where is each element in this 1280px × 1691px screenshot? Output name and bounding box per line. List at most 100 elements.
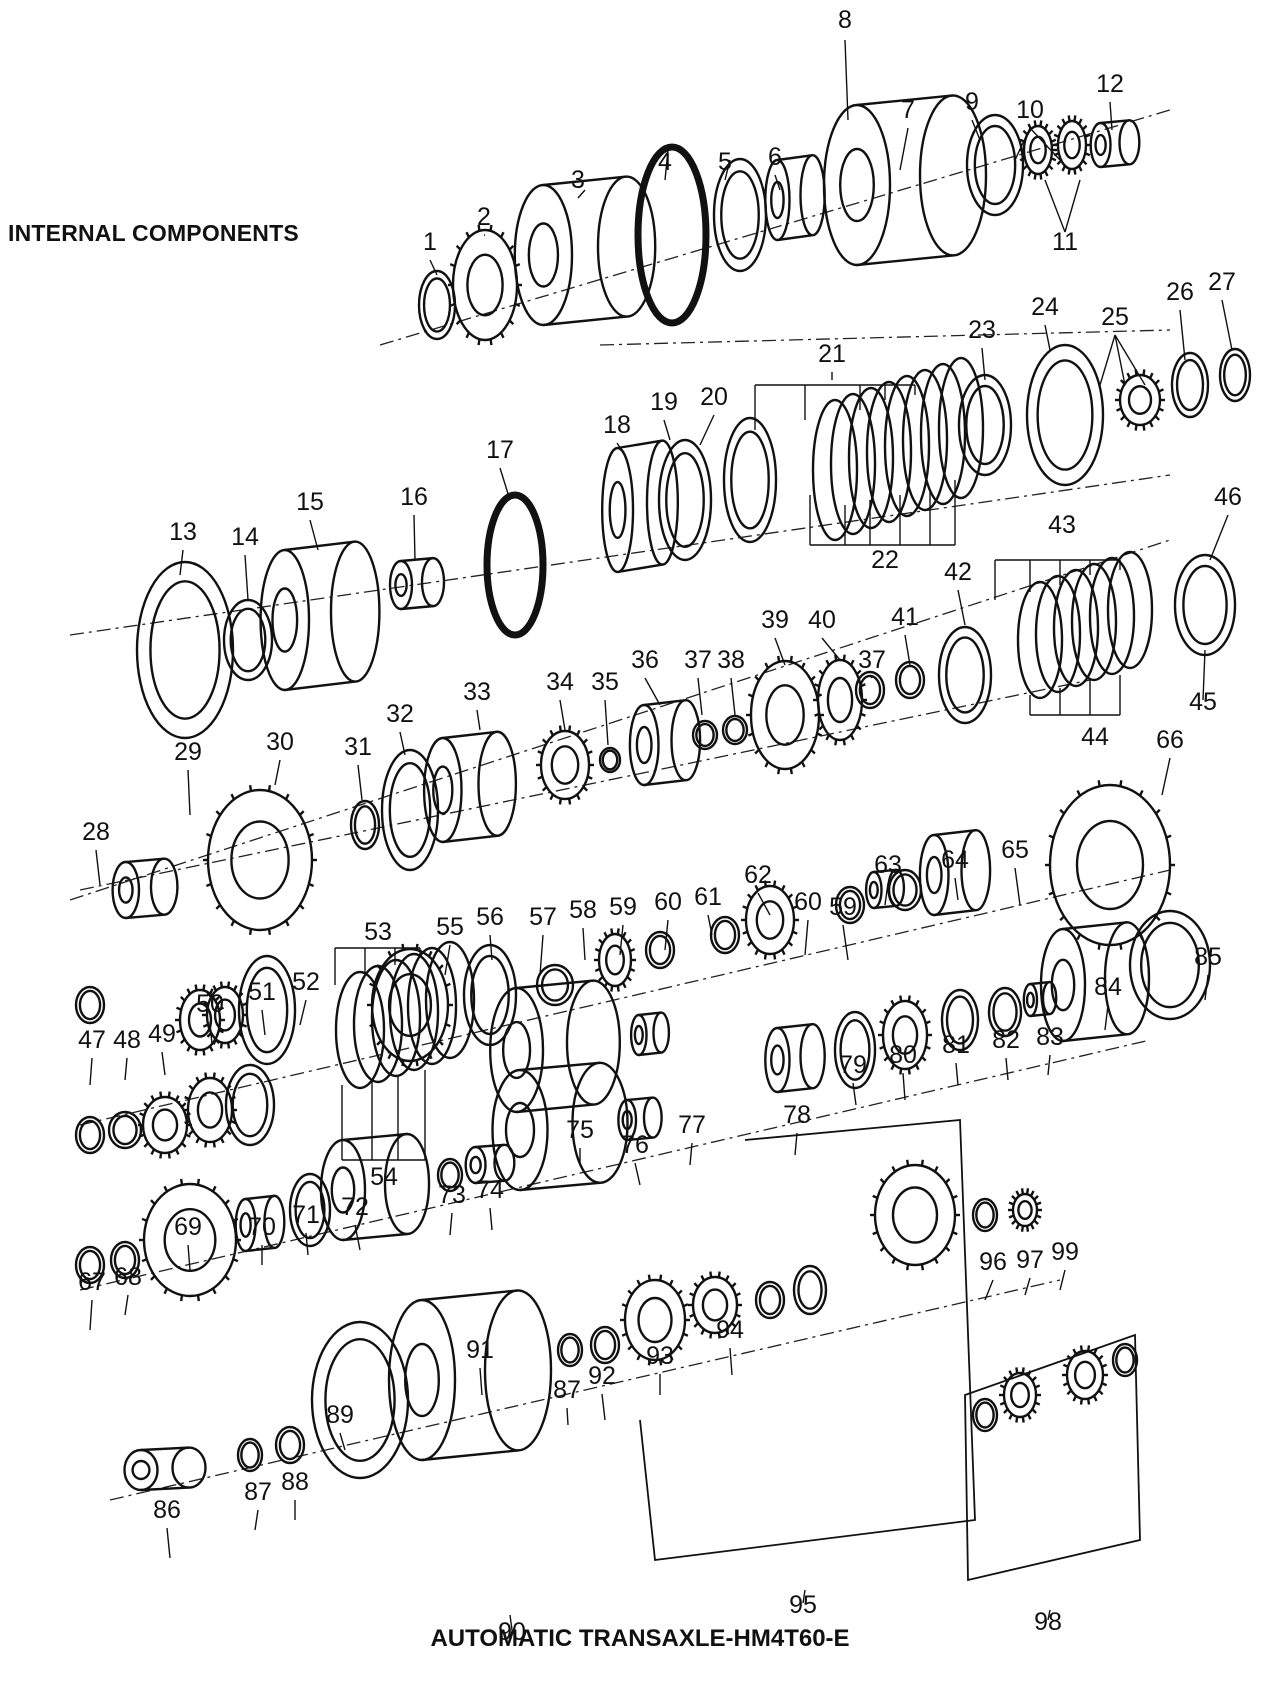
gear-tooth [747,732,754,737]
gear-tooth [693,1282,699,1288]
gear-tooth [1155,915,1161,922]
leader-line [971,119,981,141]
leader-line [899,127,909,171]
gear-tooth [636,1279,642,1286]
ring-part [691,719,719,751]
gear-tooth [194,1049,198,1056]
callout-label-25: 25 [1101,303,1129,331]
gear-tooth [1020,1188,1025,1195]
callout-label-70: 70 [248,1213,276,1241]
ring-part-inner [1036,359,1094,471]
gear-tooth [208,1045,214,1052]
gear-tooth [849,659,855,666]
ring-part-inner [422,277,452,333]
gear-tooth [141,1217,148,1222]
gear-tooth [489,224,493,232]
gear-part-hub [1127,385,1153,415]
callout-label-91: 91 [466,1336,494,1364]
gear-tooth [1025,1225,1030,1232]
leader-line [1005,1057,1009,1081]
leader-line [774,174,781,191]
ring-part-inner [758,1284,782,1316]
ring-part-inner [1175,358,1205,412]
drum-part-edge [475,1143,505,1149]
callout-label-26: 26 [1166,278,1194,306]
gear-part-hub [1073,1360,1097,1390]
callout-label-35: 35 [591,668,619,696]
callout-label-96: 96 [979,1248,1007,1276]
gear-tooth [933,1257,939,1265]
leader-line [664,919,669,951]
gear-tooth [1011,1219,1017,1225]
gear-tooth [787,893,794,899]
gear-tooth [1073,115,1077,122]
gear-tooth [204,1141,208,1148]
drum-part-edge [442,730,498,740]
ring-part [74,1245,106,1285]
gear-tooth [818,724,824,731]
drum-part-hub [504,1101,536,1159]
gear-tooth [594,947,601,953]
drum-part-back [483,1289,553,1452]
leader-line [697,677,703,716]
gear-tooth [1077,165,1083,172]
leader-line [539,934,544,976]
axis-line [69,474,1171,636]
gear-tooth [1039,120,1043,127]
callout-label-55: 55 [436,913,464,941]
gear-part-hub [1017,1199,1033,1220]
callout-label-10: 10 [1016,96,1044,124]
drum-part-edge [1062,921,1128,931]
gear-tooth [143,1142,149,1148]
gear-tooth [212,1038,218,1045]
leader-line [1014,867,1021,906]
drum-part-front [123,1448,159,1492]
gear-tooth [141,1258,148,1263]
drum-part-hub [635,725,653,765]
drum-part-edge [777,1086,813,1094]
leader-line [449,1212,453,1236]
gear-part-hub [765,684,805,746]
leader-line [309,519,319,551]
drum-part-back [477,730,518,837]
gear-tooth [1154,415,1161,421]
drum-part-back [670,699,702,782]
gear-tooth [777,768,781,775]
leader-line [489,934,493,961]
gear-tooth [1011,1195,1017,1201]
ring-part-inner [245,966,289,1054]
gear-tooth [626,938,632,945]
callout-label-44: 44 [1081,723,1109,751]
gear-tooth [150,1199,156,1205]
callout-label-54: 54 [370,1163,398,1191]
gear-tooth [575,729,581,737]
drum-part-edge [245,1246,275,1253]
seal-ring-part [634,143,710,327]
callout-label-2: 2 [477,203,491,231]
gear-tooth [594,967,601,973]
callout-label-16: 16 [400,483,428,511]
ring-part [721,714,749,746]
gear-tooth [616,985,620,992]
diagram-title: INTERNAL COMPONENTS [8,220,299,246]
gear-tooth [186,1045,192,1052]
drum-part-front [491,1068,549,1192]
gear-tooth [139,1133,145,1138]
drum-part-hub [770,180,785,220]
leader-line [954,877,959,901]
gear-tooth [1056,124,1063,131]
gear-tooth [1079,1345,1084,1352]
ring-part-inner [838,889,862,921]
drum-part-hub [239,1212,252,1238]
gear-tooth [1021,1367,1025,1374]
gear-part-hub [891,1186,939,1244]
drum-part-back [652,1011,671,1054]
clutch-plate [883,374,931,518]
ring-part-inner [593,1329,617,1361]
gear-tooth [754,748,760,755]
gear-tooth [905,1159,910,1166]
leader-line [794,1132,798,1156]
gear-tooth [1035,1201,1042,1206]
gear-tooth [202,984,206,991]
gear-tooth [621,981,627,989]
